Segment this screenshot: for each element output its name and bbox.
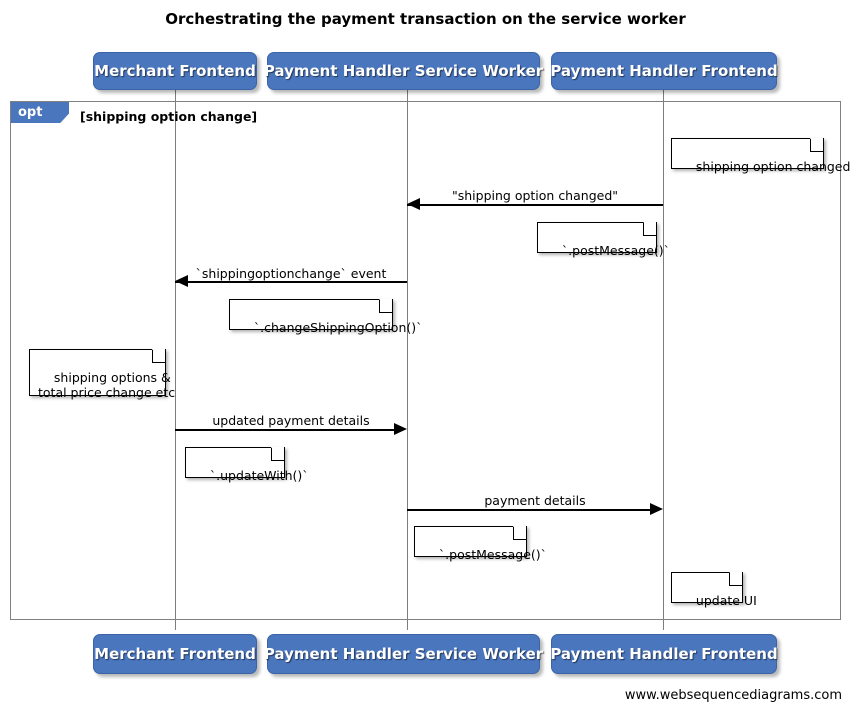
note-text: `.updateWith()` xyxy=(209,468,309,483)
message-line-payment-details xyxy=(407,509,650,511)
lifeline-payment-handler-service-worker xyxy=(407,90,408,630)
page-title: Orchestrating the payment transaction on… xyxy=(165,10,686,28)
message-arrowhead-right xyxy=(650,503,663,515)
participant-payment-handler-frontend-top[interactable]: Payment Handler Frontend xyxy=(550,52,778,90)
message-arrowhead-right xyxy=(394,423,407,435)
participant-payment-handler-service-worker-bottom[interactable]: Payment Handler Service Worker xyxy=(263,634,544,674)
participant-merchant-frontend-bottom[interactable]: Merchant Frontend xyxy=(93,634,257,674)
message-label-payment-details: payment details xyxy=(484,493,586,508)
message-label-shippingoptionchange-event: `shippingoptionchange` event xyxy=(195,266,387,281)
note-shipping-option-changed: shipping option changed xyxy=(671,138,850,174)
fragment-guard-label: [shipping option change] xyxy=(80,109,258,124)
note-update-ui: update UI xyxy=(671,572,757,608)
note-fold-corner-icon xyxy=(271,447,284,461)
participant-label: Payment Handler Service Worker xyxy=(263,62,544,80)
message-line-shippingoptionchange-event xyxy=(175,281,407,283)
message-line-updated-payment-details xyxy=(175,429,394,431)
lifeline-merchant xyxy=(175,90,176,630)
message-line-shipping-option-changed xyxy=(407,204,663,206)
footer-watermark: www.websequencediagrams.com xyxy=(624,688,842,703)
note-fold-corner-icon xyxy=(152,349,165,363)
note-fold-corner-icon xyxy=(643,222,656,236)
note-text: shipping options & total price change et… xyxy=(38,370,176,400)
note-text: `.postMessage()` xyxy=(438,547,547,562)
note-post-message-1: `.postMessage()` xyxy=(537,222,670,258)
participant-payment-handler-service-worker-top[interactable]: Payment Handler Service Worker xyxy=(263,52,544,90)
message-arrowhead-left xyxy=(175,275,188,287)
participant-payment-handler-frontend-bottom[interactable]: Payment Handler Frontend xyxy=(550,634,778,674)
participant-label: Payment Handler Frontend xyxy=(550,62,778,80)
message-label-shipping-option-changed: "shipping option changed" xyxy=(451,188,618,203)
note-text: `.changeShippingOption()` xyxy=(253,320,423,335)
note-post-message-2: `.postMessage()` xyxy=(414,526,547,562)
note-fold-corner-icon xyxy=(810,138,823,152)
note-update-with: `.updateWith()` xyxy=(185,447,309,483)
note-change-shipping-option: `.changeShippingOption()` xyxy=(229,299,422,335)
lifeline-payment-handler-frontend xyxy=(663,90,664,630)
note-fold-corner-icon xyxy=(513,526,526,540)
participant-label: Payment Handler Frontend xyxy=(550,645,778,663)
note-shipping-options-total-price: shipping options & total price change et… xyxy=(29,349,175,400)
participant-label: Payment Handler Service Worker xyxy=(263,645,544,663)
message-arrowhead-left xyxy=(407,198,420,210)
fragment-opt-tab: opt xyxy=(11,102,69,123)
message-label-updated-payment-details: updated payment details xyxy=(212,413,370,428)
participant-merchant-frontend-top[interactable]: Merchant Frontend xyxy=(93,52,257,90)
note-fold-corner-icon xyxy=(379,299,392,313)
note-fold-corner-icon xyxy=(729,572,742,586)
participant-label: Merchant Frontend xyxy=(94,62,256,80)
fragment-kind-label: opt xyxy=(18,105,43,120)
note-text: `.postMessage()` xyxy=(561,243,670,258)
fragment-opt xyxy=(10,101,841,620)
participant-label: Merchant Frontend xyxy=(94,645,256,663)
note-text: update UI xyxy=(695,593,757,608)
note-text: shipping option changed xyxy=(695,159,851,174)
